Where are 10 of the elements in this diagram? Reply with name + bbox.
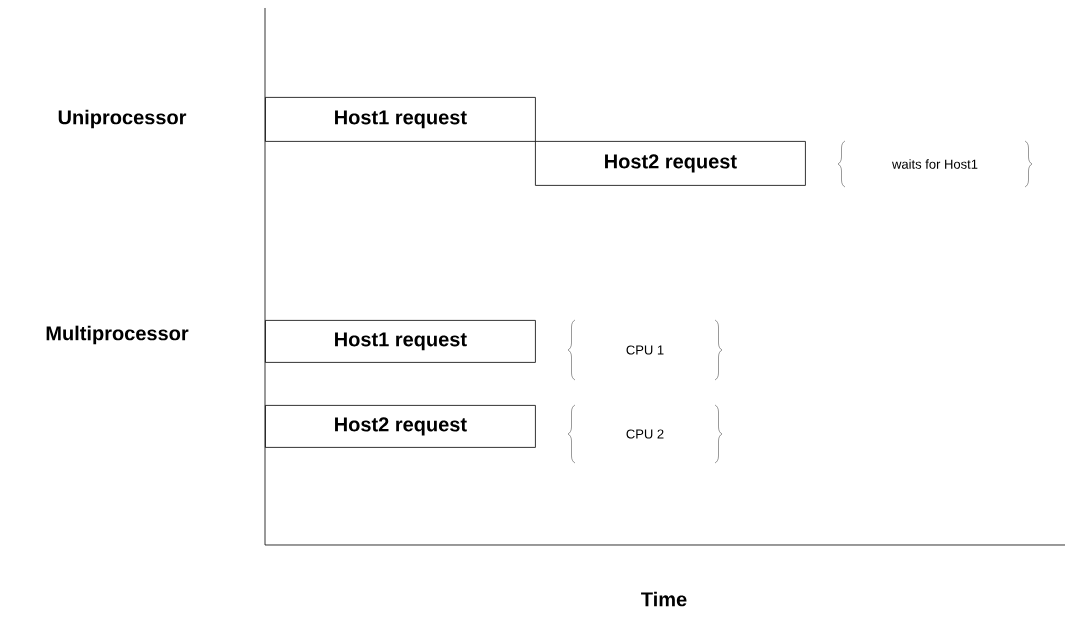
process-box: Host2 request bbox=[535, 141, 806, 186]
annotation: waits for Host1 bbox=[892, 159, 978, 169]
process-box: Host1 request bbox=[265, 320, 536, 363]
axis-label: Uniprocessor bbox=[58, 109, 187, 129]
axis-label: Time bbox=[641, 591, 687, 607]
axis-label: Multiprocessor bbox=[46, 325, 189, 345]
process-box: Host2 request bbox=[265, 405, 536, 448]
annotation: CPU 2 bbox=[626, 429, 664, 439]
process-box: Host1 request bbox=[265, 97, 536, 142]
annotation: CPU 1 bbox=[626, 345, 664, 355]
